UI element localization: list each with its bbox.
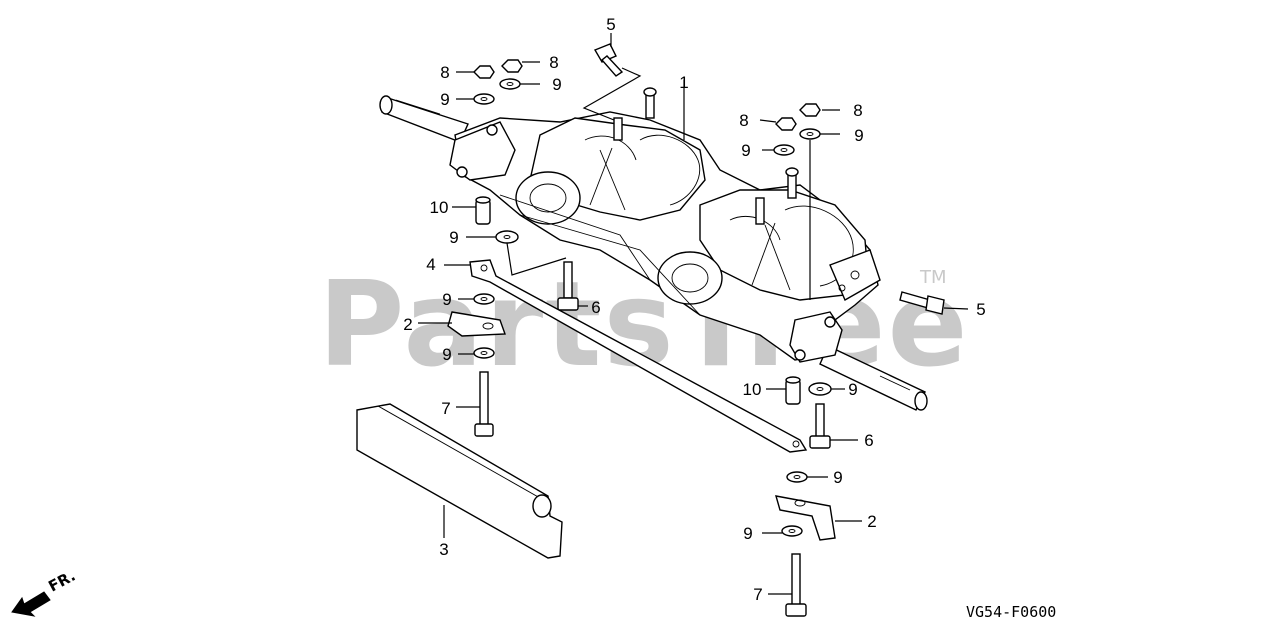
callout-9: 9	[848, 380, 857, 399]
callout-3: 3	[439, 540, 448, 559]
guard-plate-3[interactable]	[356, 403, 563, 559]
callout-5: 5	[976, 300, 985, 319]
callout-9: 9	[442, 290, 451, 309]
tie-rod-4[interactable]	[469, 259, 808, 453]
callout-6: 6	[591, 298, 600, 317]
callout-9: 9	[743, 524, 752, 543]
transmission-assembly[interactable]	[379, 87, 928, 411]
flange-bolt-5[interactable]	[593, 43, 945, 315]
callout-8: 8	[549, 53, 558, 72]
callout-4: 4	[426, 255, 435, 274]
callout-10: 10	[743, 380, 762, 399]
flange-nut[interactable]	[473, 59, 821, 131]
callout-7: 7	[441, 399, 450, 418]
callout-labels: 1 2 2 3 4 5 5 6 6 7 7 8 8 8 8 9 9 9 9 9 …	[403, 15, 985, 604]
watermark-trademark: TM	[919, 267, 947, 288]
front-label: FR.	[45, 567, 78, 596]
front-direction-indicator: FR.	[11, 567, 78, 617]
callout-1: 1	[679, 73, 688, 92]
callout-2: 2	[867, 512, 876, 531]
callout-6: 6	[864, 431, 873, 450]
callout-5: 5	[606, 15, 615, 34]
bracket-2[interactable]	[447, 311, 836, 541]
callout-9: 9	[442, 345, 451, 364]
callout-8: 8	[853, 101, 862, 120]
arrow-icon	[11, 591, 51, 617]
diagram-reference-code: VG54-F0600	[966, 603, 1056, 621]
leader-lines	[418, 33, 969, 595]
callout-9: 9	[440, 90, 449, 109]
callout-9: 9	[854, 126, 863, 145]
callout-7: 7	[753, 585, 762, 604]
callout-9: 9	[552, 75, 561, 94]
flange-bolt-6[interactable]	[557, 261, 831, 449]
callout-8: 8	[440, 63, 449, 82]
callout-2: 2	[403, 315, 412, 334]
callout-9: 9	[833, 468, 842, 487]
callout-8: 8	[739, 111, 748, 130]
long-bolt-7[interactable]	[474, 371, 807, 617]
collar[interactable]	[475, 196, 801, 405]
callout-9: 9	[741, 141, 750, 160]
callout-10: 10	[430, 198, 449, 217]
callout-9: 9	[449, 228, 458, 247]
